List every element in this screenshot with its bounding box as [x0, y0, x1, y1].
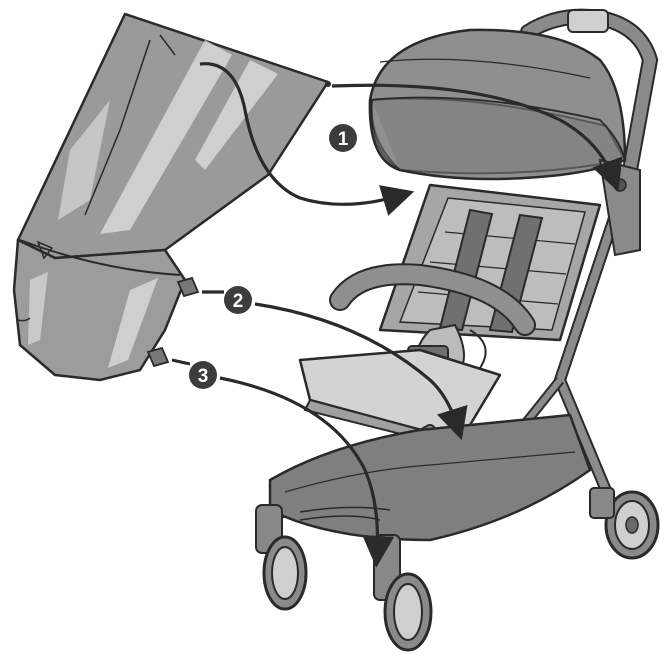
cover-clip-3	[148, 348, 168, 366]
step-badge-3: 3	[189, 361, 217, 389]
handle-fold-button	[568, 10, 608, 32]
step-badge-2: 2	[224, 286, 252, 314]
canopy	[370, 30, 625, 179]
step-badge-1-number: 1	[338, 129, 349, 150]
seat-back	[380, 185, 600, 340]
cover-top-hook	[325, 81, 331, 87]
rain-cover	[14, 14, 331, 380]
step-badge-3-number: 3	[198, 366, 209, 387]
stroller	[256, 10, 658, 650]
rear-wheel-hub	[590, 488, 614, 518]
storage-basket	[270, 415, 590, 540]
step-badge-2-number: 2	[233, 291, 244, 312]
front-wheel-right	[374, 535, 431, 650]
step-badge-1: 1	[329, 124, 357, 152]
